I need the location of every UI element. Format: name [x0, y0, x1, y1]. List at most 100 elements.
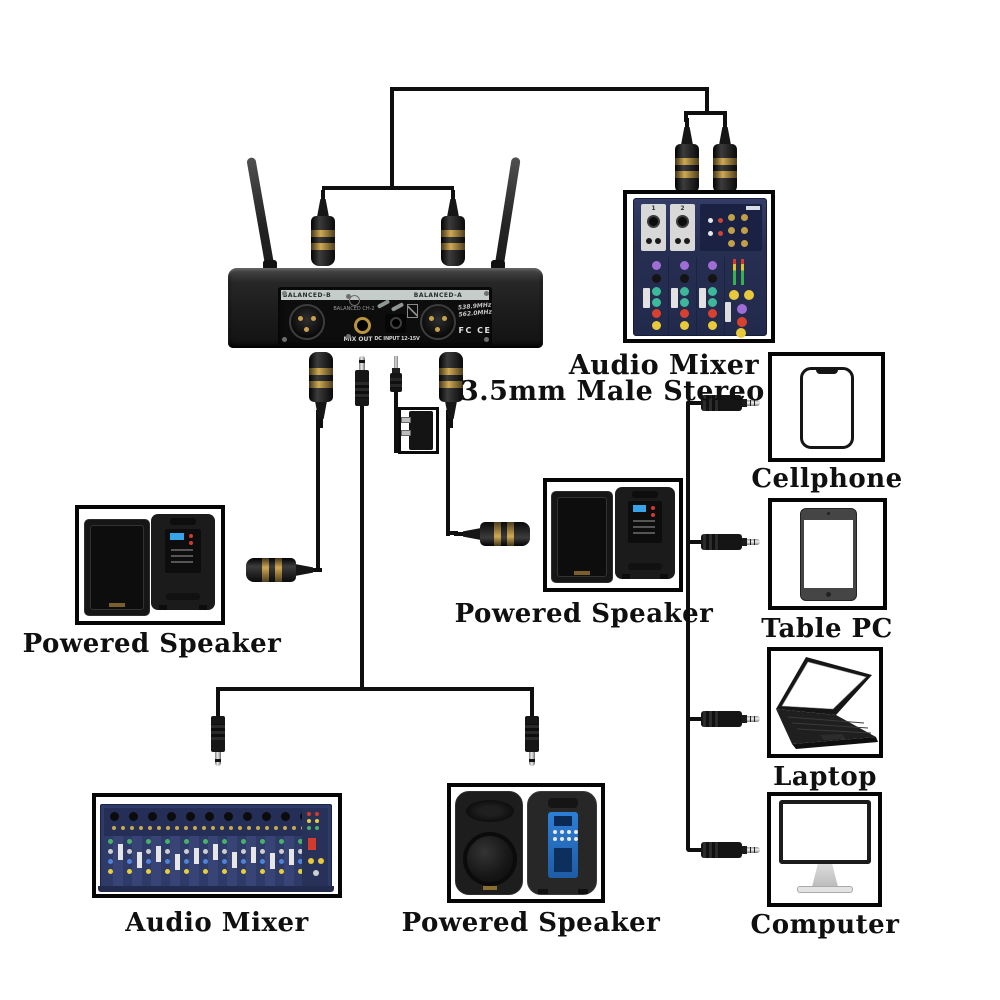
power-adapter-body: [409, 411, 433, 450]
quarter-inch-plug-mixout: [355, 356, 369, 422]
label-stereo-cable: 3.5mm Male Stereo: [460, 376, 765, 407]
mixer-master-knobs: [729, 290, 739, 300]
mixer-jack-inputs: [646, 238, 652, 244]
speaker-handle: [632, 491, 658, 498]
xlr-plug-below-receiver-left: [308, 352, 334, 428]
xlr-plug-receiver-left: [310, 190, 336, 266]
cable-mixout-drop-left: [216, 687, 220, 703]
mixer-bottom-channel-strips: [104, 836, 328, 886]
xlr-barrel: [480, 522, 530, 546]
mixer-master-fader: [725, 302, 731, 322]
stereo-plug-cellphone: [690, 394, 760, 412]
mixer-knob-column-3: [708, 261, 717, 270]
plug-tip: [747, 716, 760, 722]
plug-cable: [530, 700, 534, 716]
mixer-bottom-faders: [118, 844, 123, 860]
monitor-base: [797, 886, 853, 893]
cable-mixout-down: [360, 408, 364, 690]
stereo-plug-computer: [690, 841, 760, 859]
plug-cable: [690, 717, 703, 721]
cable-mixout-drop-right: [530, 687, 534, 703]
dc-plug-cable: [394, 392, 398, 402]
xlr-strain-relief: [447, 199, 459, 217]
stereo-plug-laptop: [690, 710, 760, 728]
plug-tip: [747, 400, 760, 406]
xlr-strain-relief: [445, 401, 457, 419]
mixer-knob-column-1: [652, 261, 661, 270]
quarter-inch-plug-bottom-left: [211, 700, 225, 766]
mixer-led-meter-left: [733, 259, 736, 285]
plug-body: [701, 711, 742, 727]
speaker-grille: [557, 497, 607, 577]
plug-tip: [747, 539, 760, 545]
mixer-bottom-master-section: [302, 808, 328, 886]
receiver-antenna-left: [246, 156, 275, 271]
plug-tip: [529, 752, 535, 766]
cellphone-notch: [816, 369, 838, 374]
receiver-label-strip: [281, 290, 489, 300]
mixer-knob-column-2: [680, 261, 689, 270]
xlr-plug-mixer-left: [674, 118, 700, 194]
xlr-plug-middle-speaker: [454, 521, 530, 547]
plug-neck: [742, 399, 747, 407]
label-audio-mixer-bottom: Audio Mixer: [125, 908, 309, 938]
speaker-feet: [538, 889, 548, 894]
label-powered-speaker-left: Powered Speaker: [22, 629, 282, 659]
speaker-lower-bar: [166, 593, 200, 600]
plug-tip: [359, 356, 365, 370]
plug-cable: [690, 401, 703, 405]
mixer-ch1-number: 1: [651, 205, 656, 212]
monitor-illustration: [779, 800, 871, 864]
label-powered-speaker-bottom: Powered Speaker: [401, 908, 661, 938]
xlr-cable-stub: [685, 118, 689, 129]
xlr-strain-relief: [315, 401, 327, 419]
xlr-strain-relief: [681, 127, 693, 145]
plug-neck: [742, 538, 747, 546]
mix-out-jack: [354, 317, 371, 334]
dc-input-label: DC INPUT 12-15V: [374, 336, 420, 342]
speaker-feet: [622, 574, 630, 579]
mixer-io-panel: [700, 204, 762, 251]
master-red-switch: [308, 838, 316, 850]
cable-receiver-y-bar: [322, 186, 454, 190]
mixer-bottom-lip: [98, 886, 334, 892]
speaker-front-bottom: [455, 791, 523, 895]
tablet-screen: [804, 520, 853, 588]
cable-balanced-a-elbow: [446, 531, 458, 535]
speaker-buttons: [651, 506, 655, 510]
speaker-panel-lines: [633, 520, 655, 522]
mixer-rca-jacks: [708, 218, 713, 223]
certification-marks: FC CE: [458, 326, 492, 335]
cable-balanced-b-down: [316, 410, 320, 572]
mixer-strip-divider: [668, 257, 669, 335]
speaker-lcd: [170, 533, 184, 540]
mixer-fader-1: [643, 288, 650, 308]
mixer-bottom-xlr-row: [110, 812, 119, 821]
adapter-prong-top: [401, 417, 411, 423]
power-adapter-frame: [398, 407, 439, 454]
speaker-amp-panel: [165, 529, 201, 573]
plug-neck: [742, 715, 747, 723]
balanced-ch2-label: BALANCED CH-2: [333, 306, 375, 312]
dc-plug-tip: [394, 356, 398, 368]
label-table-pc: Table PC: [761, 614, 893, 644]
speaker-lower-bar: [628, 563, 662, 570]
speaker-panel-knobs: [553, 830, 557, 834]
mixer-led-meter-right: [741, 259, 744, 285]
speaker-front-left: [84, 519, 150, 616]
speaker-handle: [170, 518, 196, 525]
mixer-output-jacks: [728, 214, 735, 221]
xlr-barrel: [713, 144, 737, 194]
label-powered-speaker-middle: Powered Speaker: [454, 599, 714, 629]
xlr-output-b: [289, 304, 325, 340]
speaker-horn: [466, 800, 514, 822]
cable-mixer-drop-vertical: [705, 87, 709, 115]
speaker-logo: [109, 603, 125, 607]
dc-jack: [390, 317, 402, 329]
speaker-panel-lower: [554, 848, 572, 872]
label-cellphone: Cellphone: [751, 464, 903, 494]
tablet-home-button: [826, 592, 831, 597]
mixer-bottom-green-knobs: [108, 839, 113, 844]
speaker-logo: [574, 571, 590, 575]
